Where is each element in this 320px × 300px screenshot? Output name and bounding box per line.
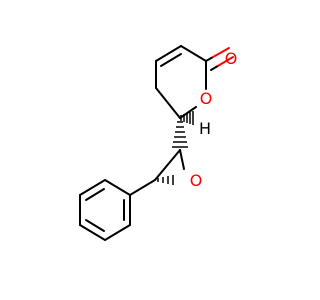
bond-epoxide-cc <box>154 149 181 181</box>
bond-c1-c2 <box>155 87 181 119</box>
stereo-h-hash-bond <box>180 111 194 125</box>
ring-oxygen-label: O <box>200 89 213 108</box>
epoxide-ring <box>154 149 185 181</box>
bond-epoxide-c-o <box>179 149 185 170</box>
epoxide-oxygen-label: O <box>190 171 203 190</box>
structure-svg: O O O H <box>79 45 238 241</box>
bond-c1-o-ring <box>179 106 197 119</box>
molecule-diagram: O O O H <box>79 45 238 241</box>
epoxide-o-hash-bond <box>157 175 174 185</box>
phenyl-ring <box>79 179 156 241</box>
bond-c4-c5 <box>180 45 207 62</box>
bond-c3-c4 <box>155 45 182 62</box>
carbonyl-oxygen-label: O <box>225 49 238 68</box>
bond-c3-c4-inner <box>160 53 182 67</box>
c6-epoxide-hash-bond <box>172 121 188 148</box>
pyranone-ring <box>155 45 207 119</box>
carbonyl-bond <box>205 47 234 71</box>
stereo-hydrogen-label: H <box>199 119 211 138</box>
